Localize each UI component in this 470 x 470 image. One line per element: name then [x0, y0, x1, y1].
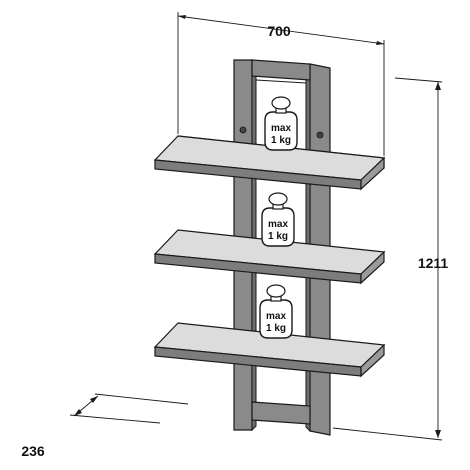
screw-right — [316, 131, 324, 139]
depth-dimension — [69, 393, 189, 424]
width-label: 700 — [267, 23, 291, 39]
shelf-middle — [153, 229, 386, 285]
width-dimension — [177, 12, 385, 156]
weight-icon: max 1 kg — [264, 96, 298, 151]
height-dimension — [332, 77, 443, 441]
weight-label-line1: max — [271, 123, 291, 134]
height-label: 1211 — [418, 255, 449, 271]
shelf-top — [153, 135, 386, 191]
top-crossbar — [251, 59, 311, 81]
weight-label-line1: max — [268, 219, 288, 230]
depth-label: 236 — [21, 443, 45, 459]
weight-icon: max 1 kg — [259, 284, 293, 339]
weight-icon: max 1 kg — [261, 192, 295, 247]
bottom-crossbar — [251, 401, 311, 425]
weight-label-line1: max — [266, 311, 286, 322]
screw-left — [239, 126, 247, 134]
weight-label-line2: 1 kg — [266, 323, 286, 334]
shelf-bottom — [153, 322, 386, 378]
weight-label-line2: 1 kg — [268, 231, 288, 242]
weight-label-line2: 1 kg — [271, 135, 291, 146]
